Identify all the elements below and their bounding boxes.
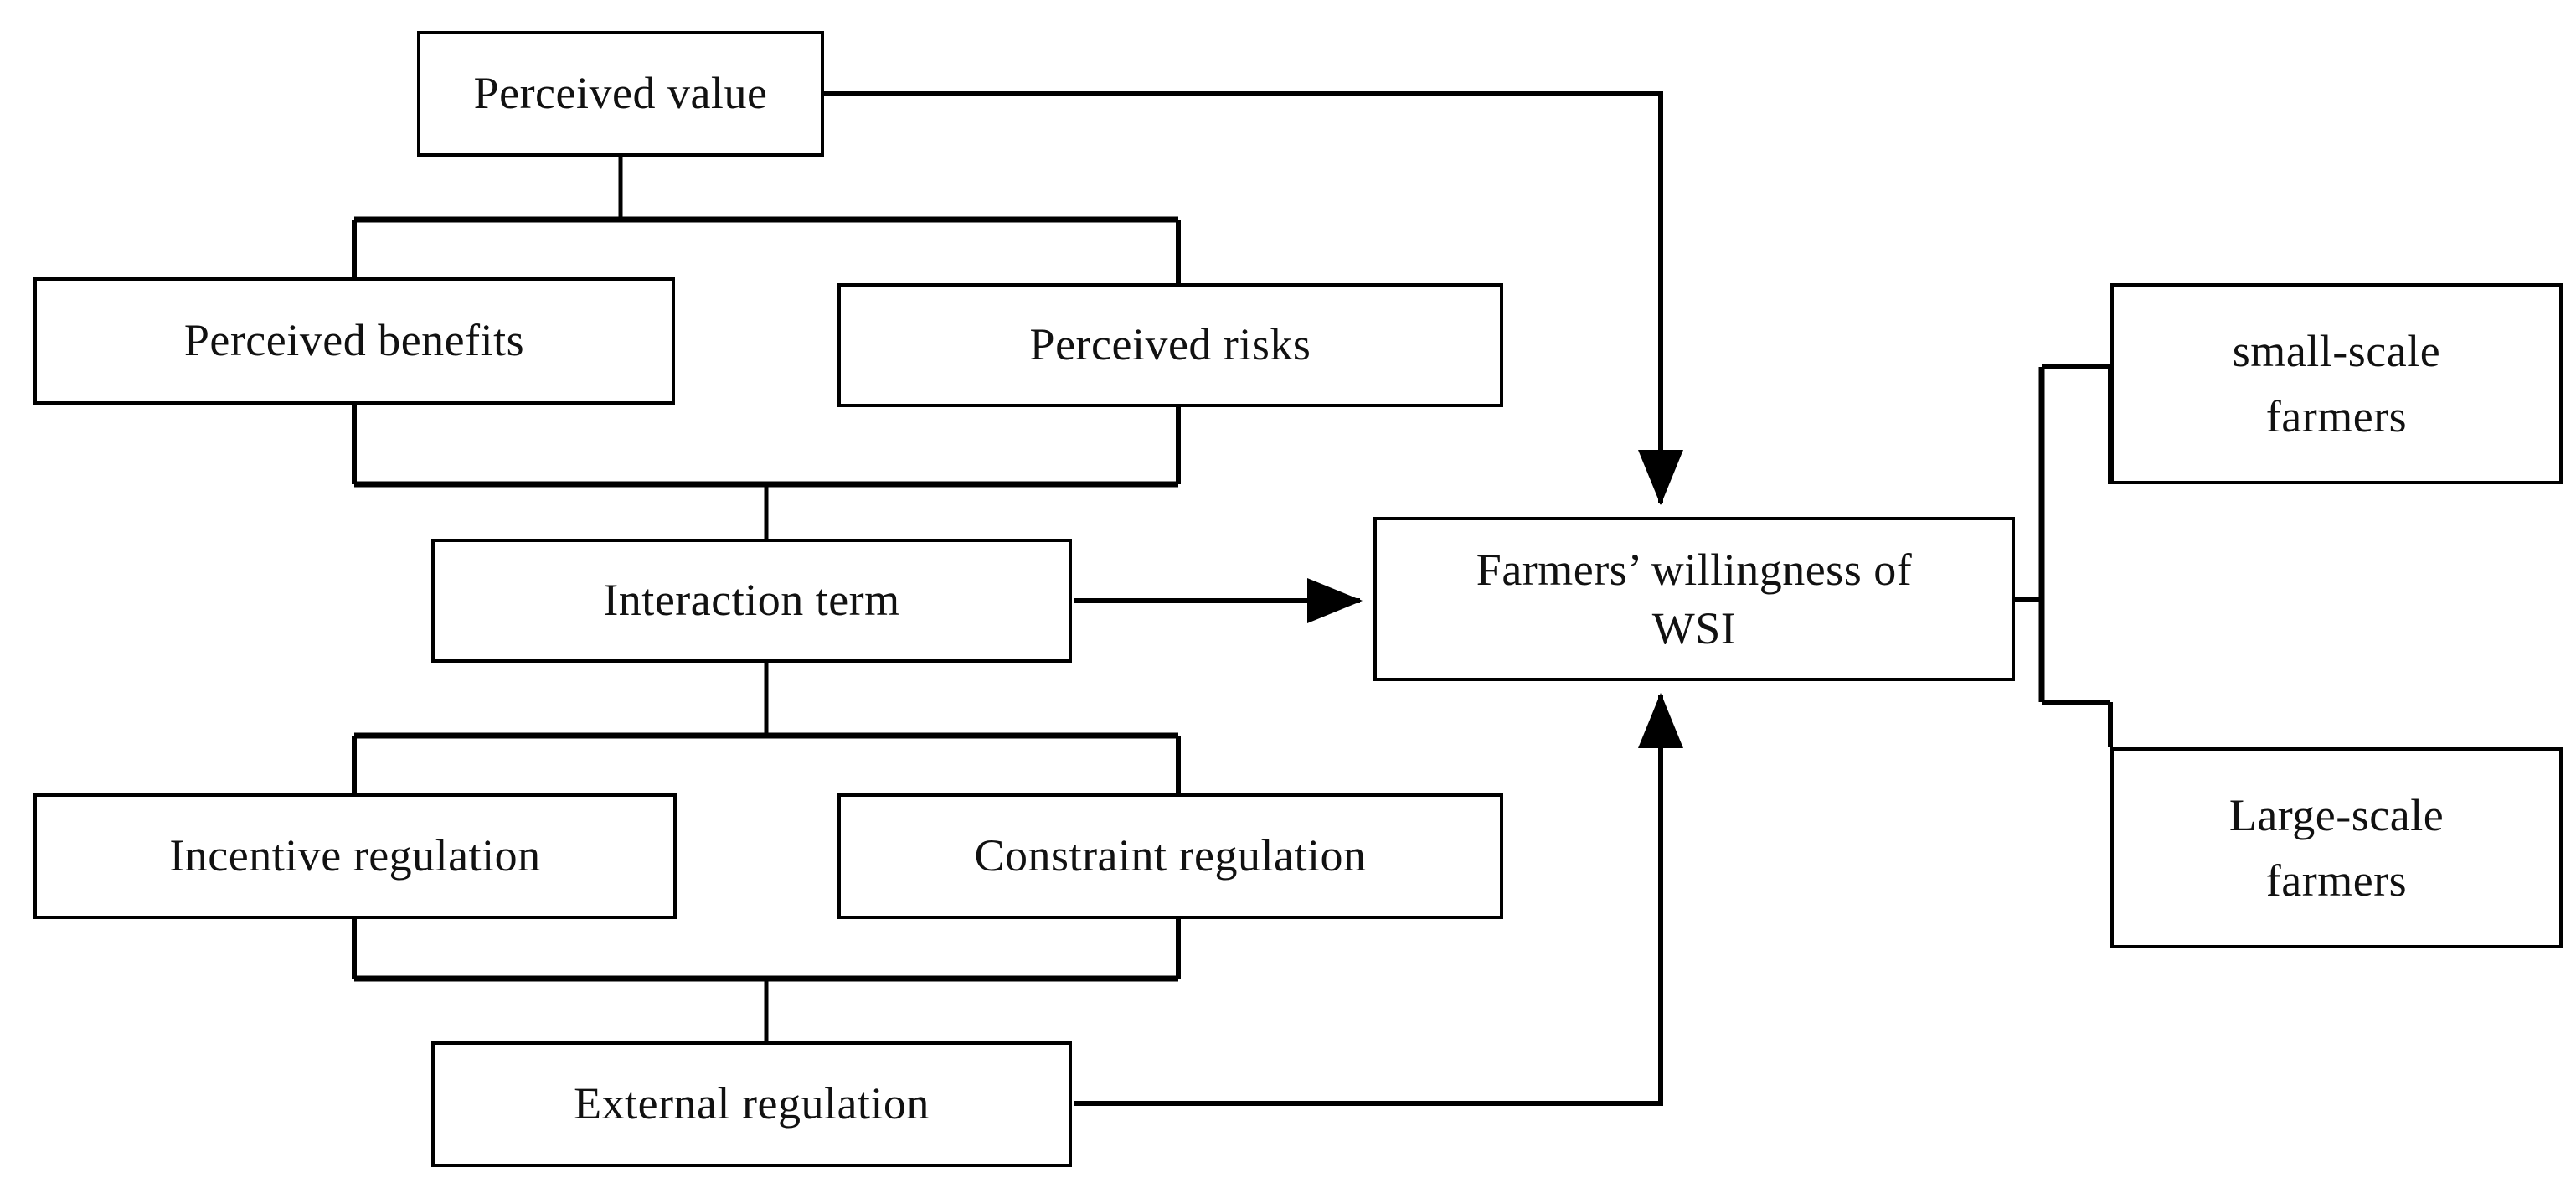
node-interaction-term[interactable]: Interaction term xyxy=(431,539,1072,663)
node-perceived-benefits[interactable]: Perceived benefits xyxy=(33,277,675,405)
node-external-regulation[interactable]: External regulation xyxy=(431,1041,1072,1167)
node-perceived-value[interactable]: Perceived value xyxy=(417,31,824,157)
node-perceived-risks-label: Perceived risks xyxy=(1029,319,1311,370)
node-external-regulation-label: External regulation xyxy=(574,1078,930,1129)
node-incentive-regulation-label: Incentive regulation xyxy=(169,830,541,881)
node-small-scale-farmers-label: small-scale farmers xyxy=(2232,325,2441,442)
node-constraint-regulation-label: Constraint regulation xyxy=(974,830,1367,881)
node-large-scale-farmers-label: Large-scale farmers xyxy=(2228,789,2445,906)
node-perceived-value-label: Perceived value xyxy=(473,68,768,119)
node-constraint-regulation[interactable]: Constraint regulation xyxy=(837,793,1503,919)
node-incentive-regulation[interactable]: Incentive regulation xyxy=(33,793,677,919)
node-large-scale-farmers[interactable]: Large-scale farmers xyxy=(2110,747,2563,948)
node-farmers-willingness-wsi-label: Farmers’ willingness of WSI xyxy=(1476,544,1913,653)
node-perceived-benefits-label: Perceived benefits xyxy=(183,315,525,366)
node-perceived-risks[interactable]: Perceived risks xyxy=(837,283,1503,407)
node-interaction-term-label: Interaction term xyxy=(603,575,900,626)
node-small-scale-farmers[interactable]: small-scale farmers xyxy=(2110,283,2563,484)
node-farmers-willingness-wsi[interactable]: Farmers’ willingness of WSI xyxy=(1373,517,2015,681)
